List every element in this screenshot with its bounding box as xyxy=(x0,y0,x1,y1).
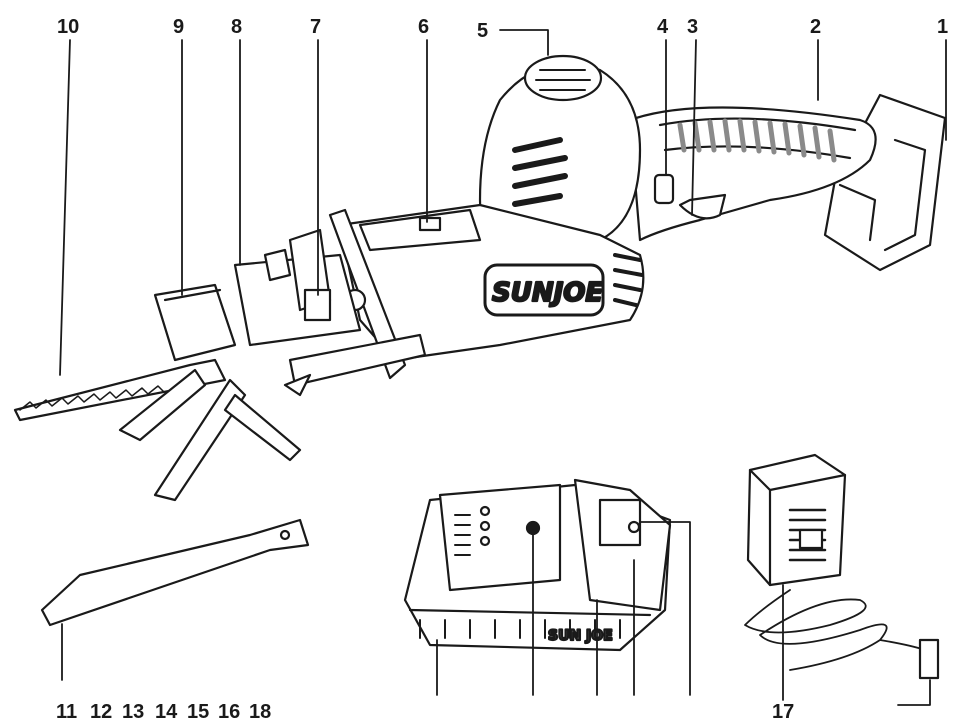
callout-8: 8 xyxy=(231,16,242,38)
callout-14: 14 xyxy=(155,701,178,723)
battery-brand: SUN JOE xyxy=(548,628,613,644)
handle-grip-texture xyxy=(677,118,837,163)
wall-charger-icon xyxy=(744,453,940,706)
callout-18: 18 xyxy=(249,701,271,723)
callout-12: 12 xyxy=(90,701,112,723)
callout-6: 6 xyxy=(418,16,429,38)
callout-numbers: 1 2 3 4 5 6 7 8 9 10 11 12 13 14 15 16 1… xyxy=(56,16,948,723)
brand-logo: SUNJOE xyxy=(492,278,603,308)
callout-11: 11 xyxy=(56,701,77,723)
battery-pack-icon: SUN JOE xyxy=(403,478,691,696)
callout-5: 5 xyxy=(477,20,488,42)
callout-13: 13 xyxy=(122,701,144,723)
callout-leaders xyxy=(59,29,947,376)
callout-1: 1 xyxy=(937,16,948,38)
callout-16: 16 xyxy=(218,701,240,723)
callout-9: 9 xyxy=(173,16,184,38)
callout-2: 2 xyxy=(810,16,821,38)
callout-15: 15 xyxy=(187,701,209,723)
callout-3: 3 xyxy=(687,16,698,38)
callout-17: 17 xyxy=(772,701,794,723)
reciprocating-saw-icon: SUNJOE xyxy=(13,29,947,502)
callout-7: 7 xyxy=(310,16,321,38)
saw-blade-icon xyxy=(40,518,310,681)
callout-10: 10 xyxy=(57,16,79,38)
callout-4: 4 xyxy=(657,16,669,38)
